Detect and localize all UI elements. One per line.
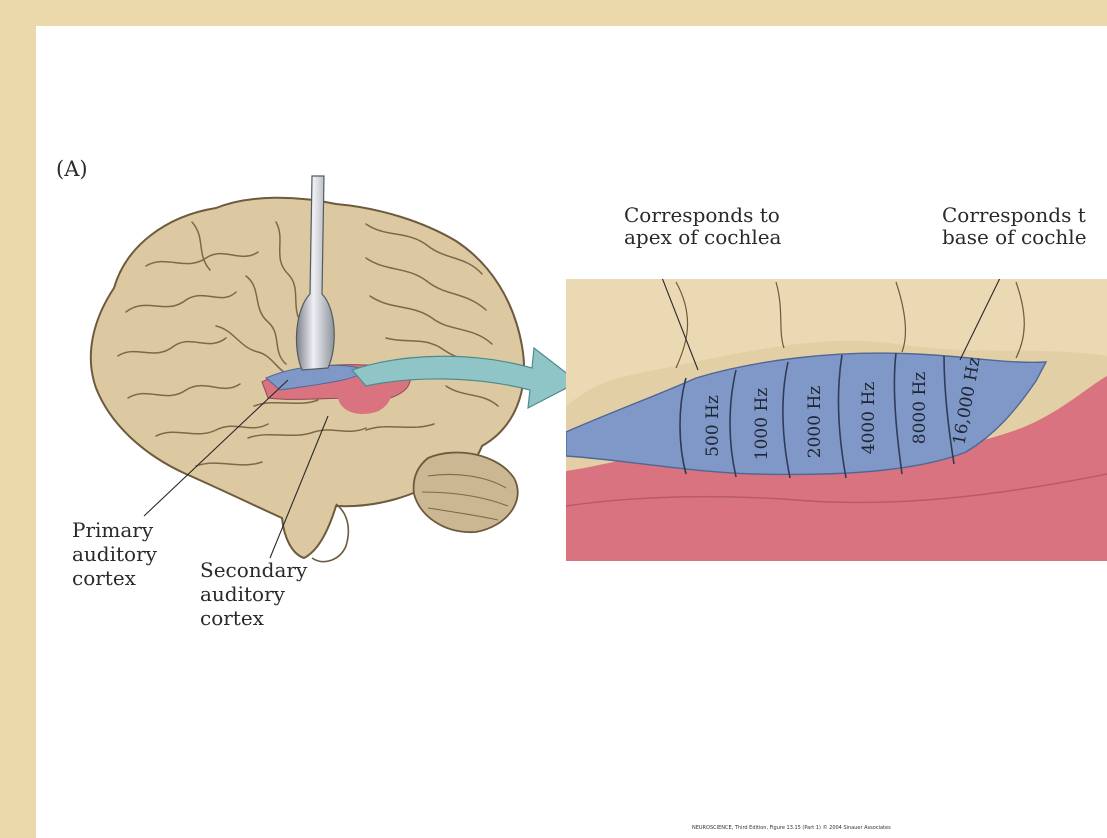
freq-label: 2000 Hz bbox=[805, 386, 825, 458]
primary-label-line: cortex bbox=[72, 566, 157, 590]
secondary-label-line: auditory bbox=[200, 582, 307, 606]
figure-artwork: 500 Hz 1000 Hz 2000 Hz 4000 Hz 8000 Hz 1… bbox=[36, 26, 1107, 838]
tonotopic-map: 500 Hz 1000 Hz 2000 Hz 4000 Hz 8000 Hz 1… bbox=[566, 252, 1107, 561]
freq-label: 500 Hz bbox=[703, 395, 723, 457]
apex-callout: Corresponds to apex of cochlea bbox=[624, 204, 781, 248]
base-callout: Corresponds t base of cochle bbox=[942, 204, 1087, 248]
base-callout-line: base of cochle bbox=[942, 226, 1087, 248]
figure-credit: NEUROSCIENCE, Third Edition, Figure 13.1… bbox=[692, 825, 891, 831]
apex-callout-line: Corresponds to bbox=[624, 204, 781, 226]
panel-label: (A) bbox=[56, 158, 88, 180]
apex-callout-line: apex of cochlea bbox=[624, 226, 781, 248]
primary-label-line: auditory bbox=[72, 542, 157, 566]
freq-label: 4000 Hz bbox=[859, 382, 879, 454]
freq-label: 8000 Hz bbox=[910, 372, 930, 444]
primary-label-line: Primary bbox=[72, 518, 157, 542]
base-callout-line: Corresponds t bbox=[942, 204, 1087, 226]
figure-slide: 500 Hz 1000 Hz 2000 Hz 4000 Hz 8000 Hz 1… bbox=[36, 26, 1107, 838]
secondary-label-line: Secondary bbox=[200, 558, 307, 582]
primary-auditory-cortex-label: Primary auditory cortex bbox=[72, 518, 157, 590]
secondary-auditory-cortex-label: Secondary auditory cortex bbox=[200, 558, 307, 630]
freq-label: 1000 Hz bbox=[752, 388, 772, 460]
secondary-label-line: cortex bbox=[200, 606, 307, 630]
